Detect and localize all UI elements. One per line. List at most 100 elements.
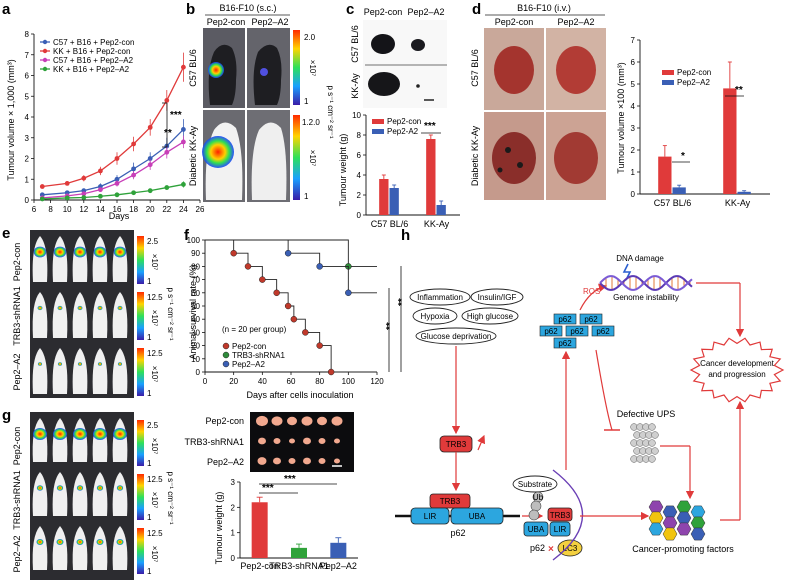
e-colorbar-2 <box>137 292 144 340</box>
c-legend-swatch <box>372 129 384 134</box>
stress-inflammation <box>409 288 471 306</box>
g-trow1: Pep2-con <box>205 416 244 426</box>
a-point <box>181 127 186 132</box>
g-tumour <box>318 458 326 464</box>
g-tumour <box>287 416 297 426</box>
e-row2: TRB3-shRNA1 <box>12 286 22 346</box>
e-cb-2: ×10⁷ <box>150 254 159 271</box>
proteasome-subunit <box>651 447 659 455</box>
cancer-starburst <box>689 337 785 403</box>
e-mice-signal <box>93 246 107 258</box>
g-tumour <box>258 437 266 445</box>
g-tumour <box>288 458 296 464</box>
d-legend-label: Pep2–A2 <box>677 78 710 87</box>
x-tick-label: 16 <box>113 205 122 214</box>
d-title: B16-F10 (i.v.) <box>517 3 571 13</box>
y-tick-label: 6 <box>631 58 636 67</box>
g-mice-mouse <box>92 472 108 516</box>
a-point <box>147 156 153 161</box>
b-cb-top-min: 1 <box>304 97 309 106</box>
e-row3: Pep2–A2 <box>12 353 22 390</box>
f-note: (n = 20 per group) <box>222 325 287 334</box>
d-category-label: C57 BL/6 <box>654 198 692 208</box>
proteasome-subunit <box>648 423 656 431</box>
g-mice-signal <box>76 539 84 545</box>
g-tumour <box>317 416 327 426</box>
d-bar <box>672 187 686 194</box>
cpf-hexagon <box>676 511 692 525</box>
g-mice-mouse <box>32 526 48 570</box>
x-tick-label: 6 <box>32 205 37 214</box>
g-cb-3: 1 <box>147 459 152 468</box>
cpf-hexagon <box>648 522 664 536</box>
cpf-hexagon <box>690 516 706 530</box>
g-trow3: Pep2–A2 <box>207 457 244 467</box>
g-category-label: Pep2-con <box>240 561 279 571</box>
b-cb-bot-min: 1 <box>304 192 309 201</box>
x-tick-label: 100 <box>342 377 356 386</box>
g-mice-signal <box>116 539 124 545</box>
c-category-label: C57 BL/6 <box>371 219 409 229</box>
a-xlabel: Days <box>109 211 130 221</box>
e-mice-mouse <box>92 236 108 282</box>
a-sig-2: *** <box>170 110 182 121</box>
cpf-hexagon <box>690 505 706 519</box>
g-tumour <box>318 438 326 444</box>
c-ylabel: Tumour weight (g) <box>338 134 348 207</box>
g-cb-4: 12.5 <box>147 475 163 484</box>
trb3-label: TRB3 <box>446 440 467 449</box>
agg-p62-3: p62 <box>544 327 558 336</box>
e-cb-3: 1 <box>147 277 152 286</box>
e-colorbar-3 <box>137 348 144 396</box>
cpf-hexagon <box>676 500 692 514</box>
g-mice-signal <box>36 485 44 491</box>
y-tick-label: 8 <box>357 131 362 140</box>
cancer-label-1: Cancer development <box>700 359 775 368</box>
y-tick-label: 2 <box>25 155 30 164</box>
proteasome-icon <box>630 423 659 463</box>
panel-label-c: c <box>346 1 354 18</box>
a-point <box>131 141 137 147</box>
e-mice-signal <box>117 305 123 311</box>
c-bar <box>426 139 436 215</box>
c-tumour-photo <box>363 20 447 108</box>
a-series-line-2 <box>42 141 184 199</box>
panel-e: e Pep2-con TRB3-shRNA1 Pep2–A2 2.5 ×10⁷ … <box>2 225 175 398</box>
b-cb-bot-max: 1.2.0 <box>302 118 320 127</box>
g-cb-8: ×10⁷ <box>150 546 159 563</box>
y-tick-label: 100 <box>187 236 201 245</box>
y-tick-label: 2 <box>631 146 636 155</box>
g-tumour <box>301 416 313 426</box>
a-point <box>81 191 87 197</box>
f-point <box>345 289 352 297</box>
f-legend-marker <box>222 360 230 368</box>
e-cb-9: 1 <box>147 389 152 398</box>
d-organ-4 <box>554 132 598 184</box>
e-mice-mouse <box>72 292 88 338</box>
agg-p62-4: p62 <box>570 327 584 336</box>
f-point <box>302 329 309 336</box>
g-mice-signal <box>116 485 124 491</box>
a-point <box>181 139 186 145</box>
g-mice-signal <box>96 485 104 491</box>
e-mice-mouse <box>92 292 108 338</box>
c-legend-label: Pep2-con <box>387 117 421 126</box>
a-legend-marker <box>42 39 48 45</box>
g-mice-signal <box>56 539 64 545</box>
y-tick-label: 8 <box>25 30 30 39</box>
y-tick-label: 4 <box>25 113 30 122</box>
c-bar <box>436 205 446 215</box>
x-tick-label: 10 <box>63 205 72 214</box>
f-xlabel: Days after cells inoculation <box>246 390 353 400</box>
a-point <box>181 182 186 187</box>
a-sig-1: ** <box>164 128 172 139</box>
x-tick-label: 24 <box>179 205 188 214</box>
d-col1: Pep2-con <box>495 17 534 27</box>
d-organ-3 <box>492 132 536 184</box>
b-col2: Pep2–A2 <box>251 17 288 27</box>
a-point <box>181 64 186 70</box>
y-tick-label: 4 <box>357 171 362 180</box>
